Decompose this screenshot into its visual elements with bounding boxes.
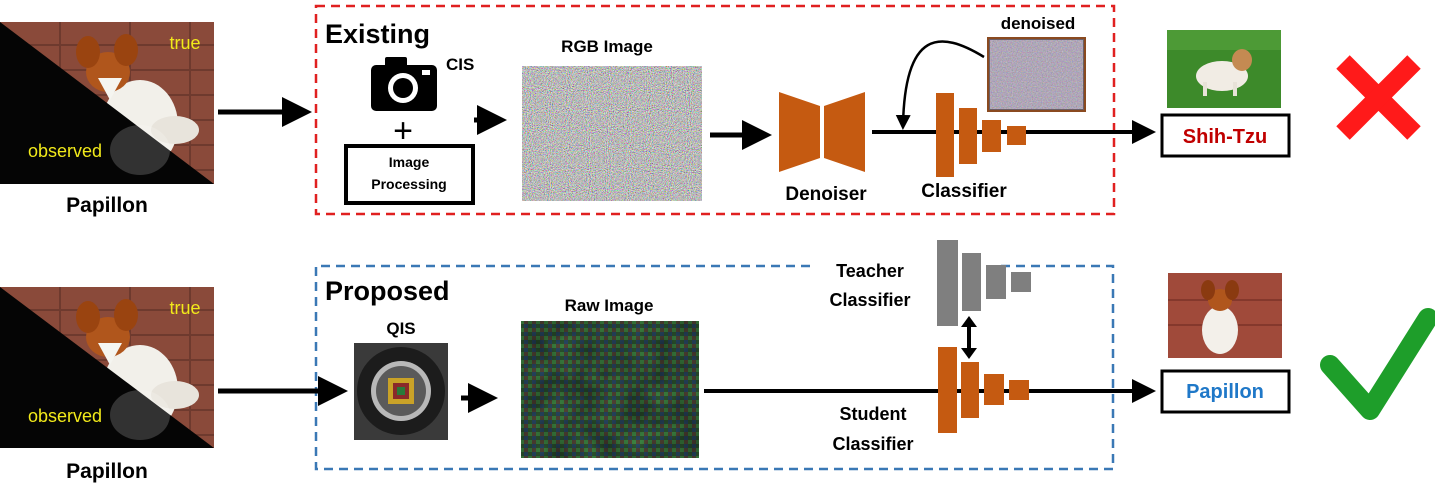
bottom-observed-text: observed <box>28 406 102 426</box>
image-processing-box <box>344 144 475 205</box>
teacher-label-2: Classifier <box>829 290 910 310</box>
bottom-true-text: true <box>169 298 200 318</box>
student-label-1: Student <box>840 404 907 424</box>
student-label-2: Classifier <box>832 434 913 454</box>
classifier-label: Classifier <box>921 181 1007 202</box>
top-true-text: true <box>169 33 200 53</box>
existing-title: Existing <box>325 19 430 49</box>
raw-image <box>521 321 699 458</box>
raw-image-label: Raw Image <box>565 296 654 315</box>
existing-pipeline-box <box>314 4 1116 216</box>
papillon-output-image <box>1168 273 1282 358</box>
plus-sign: + <box>393 112 413 150</box>
image-processing-label-1: Image <box>389 154 430 170</box>
rgb-noisy-image <box>522 66 702 201</box>
check-icon <box>1320 308 1435 420</box>
proposed-pipeline-box <box>314 264 1115 471</box>
output-box-existing <box>1160 113 1291 158</box>
input-image-top <box>0 22 214 184</box>
qis-sensor-image <box>354 343 448 440</box>
qis-label: QIS <box>386 319 415 338</box>
top-observed-text: observed <box>28 141 102 161</box>
student-classifier-icon <box>938 347 1029 433</box>
rgb-image-label: RGB Image <box>561 37 653 56</box>
top-class-label: Papillon <box>66 194 148 217</box>
proposed-title: Proposed <box>325 276 450 306</box>
cross-icon <box>1336 55 1421 140</box>
shihtzu-image <box>1167 30 1281 108</box>
distillation-arrow <box>961 316 977 359</box>
input-image-bottom <box>0 287 214 448</box>
teacher-classifier-icon <box>937 240 1031 326</box>
shihtzu-output-label: Shih-Tzu <box>1183 126 1267 148</box>
denoised-label: denoised <box>1001 14 1076 33</box>
denoiser-label: Denoiser <box>785 184 867 205</box>
denoised-image <box>990 40 1083 109</box>
papillon-output-label: Papillon <box>1186 381 1264 403</box>
teacher-label-1: Teacher <box>836 261 904 281</box>
camera-icon <box>371 57 437 111</box>
classifier-top-icon <box>936 93 1026 177</box>
output-box-proposed <box>1160 369 1291 414</box>
denoised-feedback-arrow <box>895 40 985 130</box>
denoiser-icon <box>779 92 865 172</box>
bottom-class-label: Papillon <box>66 460 148 483</box>
cis-label: CIS <box>446 55 474 74</box>
image-processing-label-2: Processing <box>371 176 446 192</box>
